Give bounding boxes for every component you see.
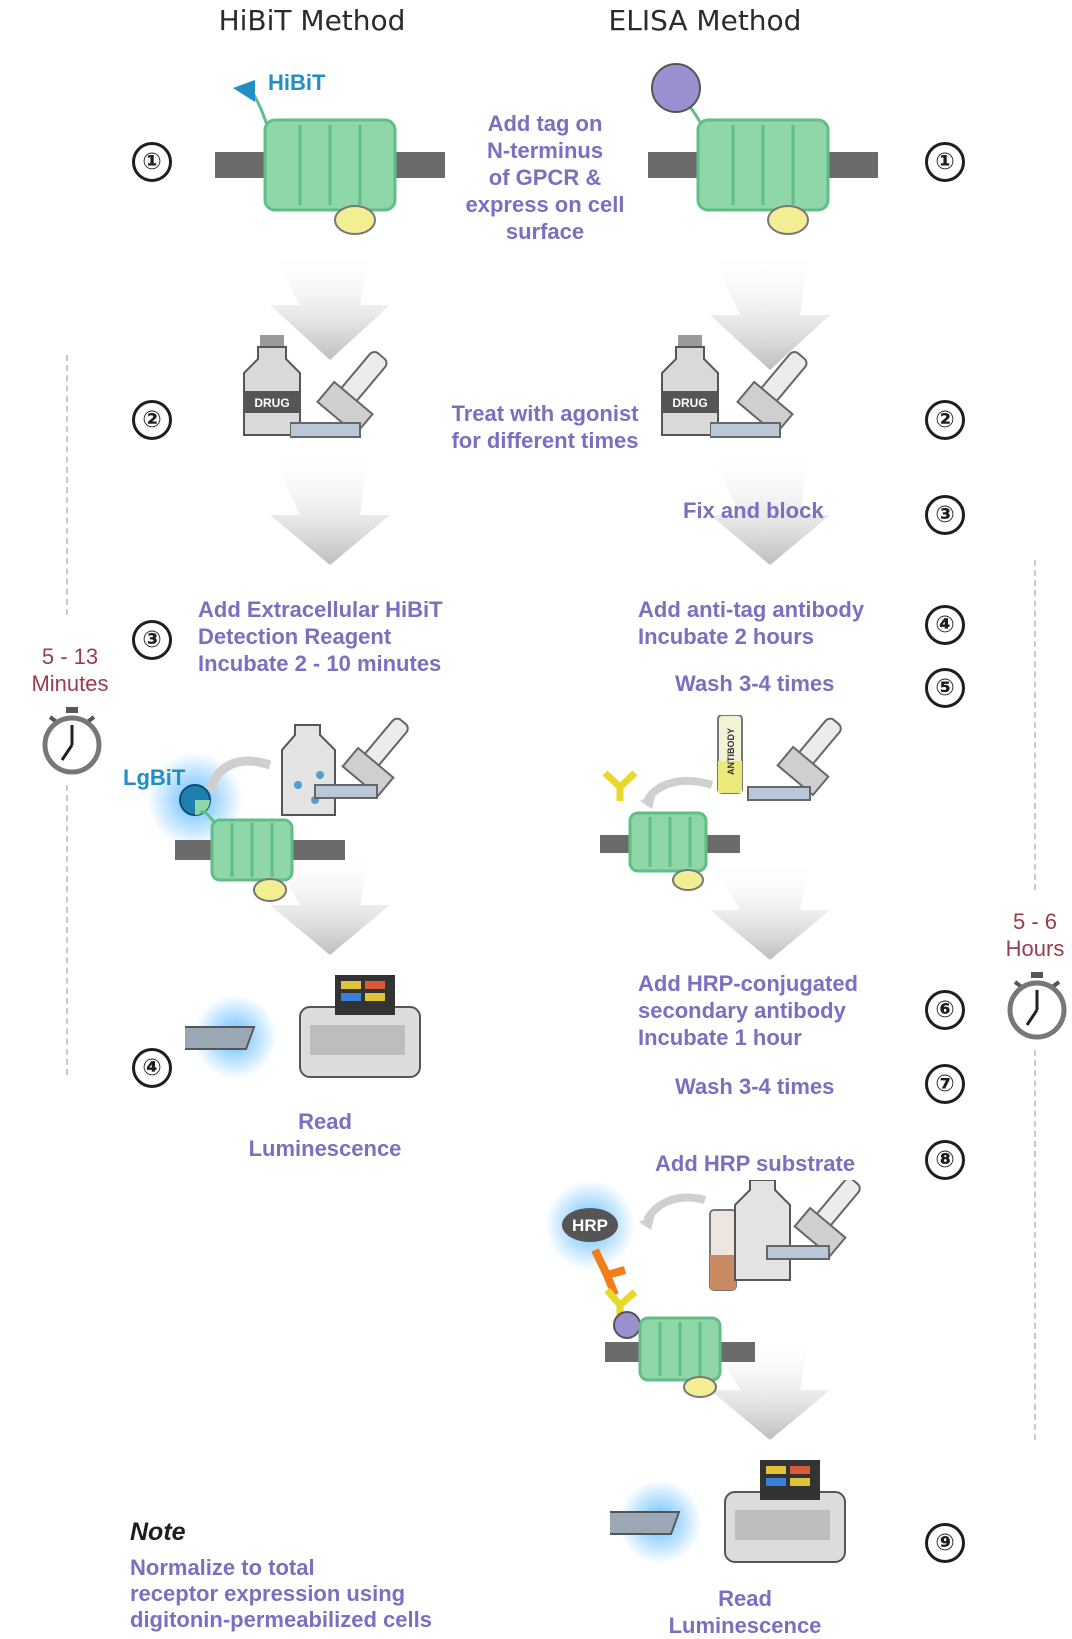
elisa-step-number: ⑨ — [925, 1523, 965, 1563]
hrp-illustration: HRP — [545, 1180, 861, 1398]
elisa-step-3-text: Fix and block — [683, 498, 824, 523]
hibit-step-number: ② — [132, 400, 172, 440]
arrow-down — [710, 450, 830, 565]
hibit-timing-label: 5 - 13 Minutes — [31, 644, 109, 696]
elisa-step-number: ④ — [925, 605, 965, 645]
antibody-label: ANTIBODY — [726, 728, 736, 775]
hrp-label: HRP — [572, 1216, 608, 1235]
elisa-step-4-text: Add anti-tag antibody Incubate 2 hours — [638, 597, 865, 649]
timer-icon — [42, 707, 102, 775]
arrow-down — [710, 860, 830, 960]
drug-label: DRUG — [254, 396, 289, 410]
drug-label: DRUG — [672, 396, 707, 410]
arrow-down — [270, 250, 390, 360]
elisa-step-number: ⑦ — [925, 1064, 965, 1104]
note-body: Normalize to total receptor expression u… — [130, 1555, 432, 1632]
hibit-step-number: ③ — [132, 620, 172, 660]
hibit-receptor-icon — [215, 80, 445, 235]
note-title: Note — [130, 1518, 186, 1546]
drug-bottle-icon: DRUG — [243, 335, 301, 436]
pipette-icon — [710, 351, 808, 438]
lgbit-label: LgBiT — [123, 765, 186, 790]
hibit-timeline-bottom — [66, 785, 68, 1075]
elisa-step-8-text: Add HRP substrate — [655, 1151, 856, 1176]
elisa-step-5-text: Wash 3-4 times — [675, 671, 835, 696]
pipette-icon — [290, 351, 388, 438]
drug-bottle-icon: DRUG — [661, 335, 719, 436]
plate-reader-icon — [610, 1460, 846, 1564]
step-1-text: Add tag on N-terminus of GPCR & express … — [465, 111, 625, 244]
hibit-read-text: Read Luminescence — [248, 1109, 402, 1161]
arrow-down — [710, 250, 830, 370]
arrow-down — [270, 450, 390, 565]
elisa-read-text: Read Luminescence — [668, 1586, 822, 1638]
elisa-step-number: ⑥ — [925, 990, 965, 1030]
elisa-timeline-top — [1034, 560, 1036, 890]
elisa-step-number: ⑤ — [925, 668, 965, 708]
elisa-step-7-text: Wash 3-4 times — [675, 1074, 835, 1099]
elisa-step-number: ① — [925, 142, 965, 182]
hibit-method-title: HiBiT Method — [218, 4, 406, 37]
elisa-antibody-illustration: ANTIBODY — [600, 715, 842, 891]
elisa-timeline-bottom — [1034, 1050, 1036, 1440]
elisa-receptor-icon — [648, 63, 878, 235]
timer-icon — [1007, 972, 1067, 1040]
elisa-step-number: ③ — [925, 495, 965, 535]
arrow-down — [270, 850, 390, 955]
hibit-detection-illustration — [147, 717, 409, 902]
elisa-step-number: ⑧ — [925, 1140, 965, 1180]
plate-reader-icon — [185, 975, 421, 1079]
hibit-step-number: ④ — [132, 1048, 172, 1088]
hibit-step-number: ① — [132, 142, 172, 182]
step-2-text: Treat with agonist for different times — [451, 401, 639, 453]
hibit-step-3-text: Add Extracellular HiBiT Detection Reagen… — [198, 597, 443, 676]
elisa-method-title: ELISA Method — [608, 4, 802, 37]
hibit-timeline-top — [66, 355, 68, 615]
elisa-step-6-text: Add HRP-conjugated secondary antibody In… — [638, 971, 858, 1050]
hibit-tag-label: HiBiT — [268, 70, 326, 95]
elisa-step-number: ② — [925, 400, 965, 440]
elisa-timing-label: 5 - 6 Hours — [1005, 909, 1065, 961]
